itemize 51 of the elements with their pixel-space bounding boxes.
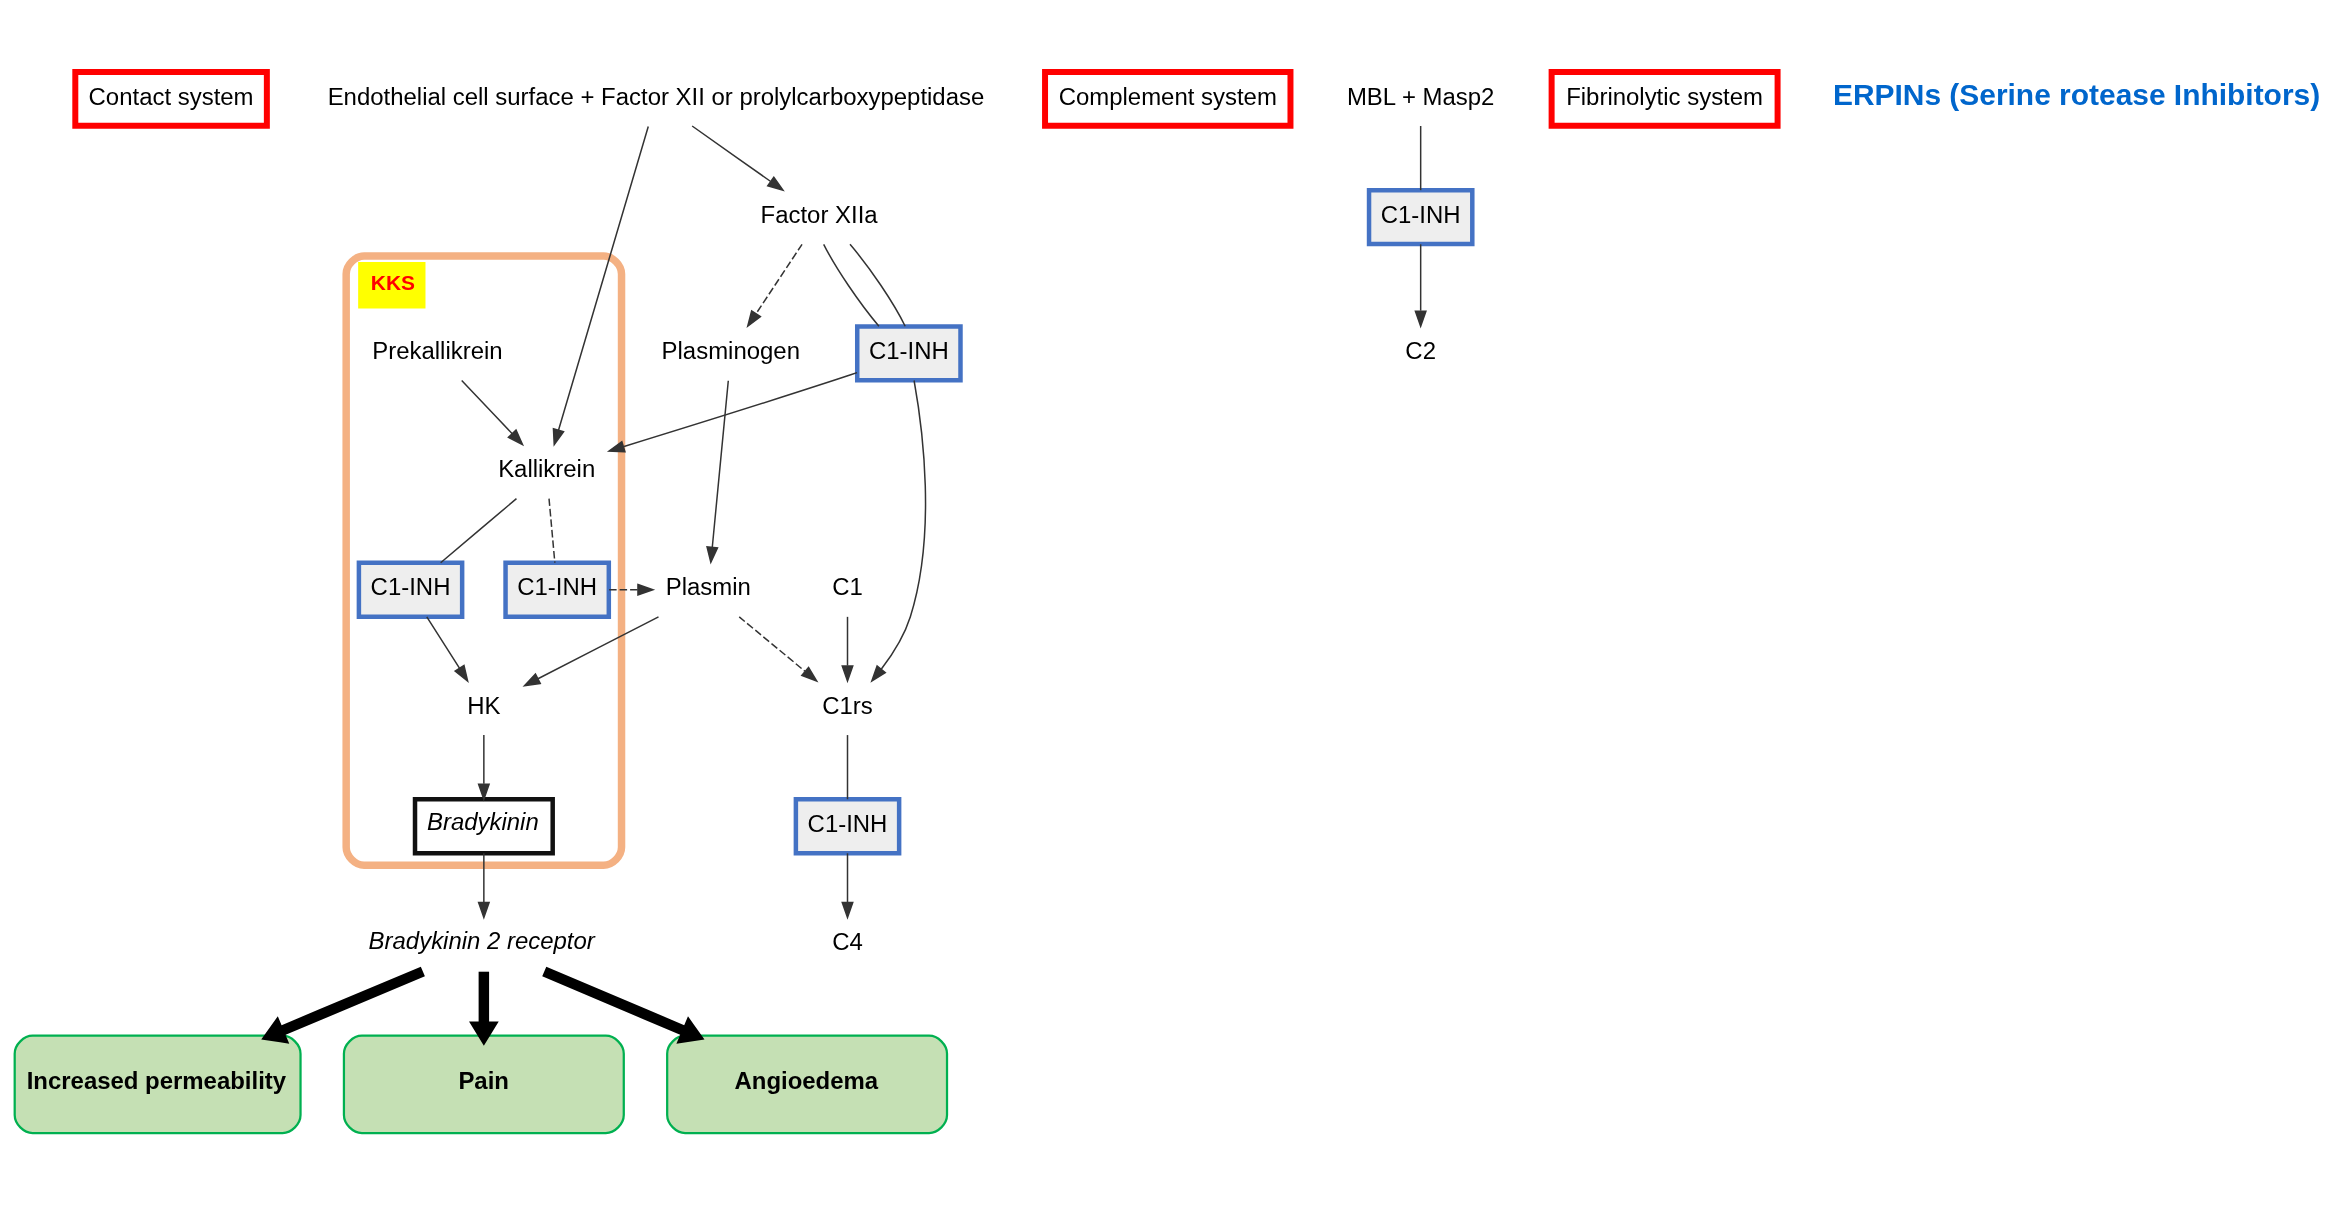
arrow [261,966,425,1044]
arrow [426,616,469,683]
connector [439,497,518,564]
node-box: Angioedema [666,1034,949,1135]
node-text: C1rs [822,691,873,719]
node-text: Plasmin [665,573,751,601]
arrow [841,852,854,920]
connector [849,243,906,327]
arrow [522,616,660,687]
node-box: Fibrinolytic system [1548,69,1781,129]
node-text: Factor XIIa [760,200,878,228]
connector [1419,125,1422,191]
arrow [841,616,854,684]
arrow [477,852,491,920]
arrow [706,379,730,565]
arrow [691,125,785,192]
node-text: Bradykinin 2 receptor [368,926,595,954]
arrow [460,379,525,447]
node-text: C2 [1405,337,1436,365]
node-box: Increased permeability [13,1034,302,1135]
arrow [469,971,499,1046]
node-text: C4 [832,928,863,956]
node-box: C1-INH [503,560,612,619]
node-text: HK [467,691,501,719]
connector [846,734,849,800]
node-box: C1-INH [356,560,465,619]
arrow [542,966,705,1044]
node-text: Prekallikrein [372,337,503,365]
arrow [746,243,803,329]
connector [822,243,880,327]
node-box: Pain [342,1034,625,1135]
node-box: Bradykinin [412,797,555,856]
node-box: C1-INH [855,324,963,383]
node-text: Kallikrein [498,455,596,483]
node-box: C1-INH [1366,187,1475,247]
arrow [552,125,649,447]
arrow [477,734,491,802]
arrow [1414,243,1427,329]
arrow [738,616,819,683]
node-text: Plasminogen [661,337,800,365]
node-text: C1 [832,573,863,601]
node-text: MBL + Masp2 [1346,82,1495,110]
arrow [608,583,656,597]
node-text: Endothelial cell surface + Factor XII or prolylcarboxypeptidase [327,82,985,110]
node-box: Contact system [72,69,270,129]
connector [548,497,556,564]
node-box: C1-INH [793,797,902,856]
node-box: Complement system [1042,69,1294,129]
arrow [870,379,927,683]
arrow [606,371,858,453]
label: ERPINs (Serine rotease Inhibitors) [1832,77,2321,111]
